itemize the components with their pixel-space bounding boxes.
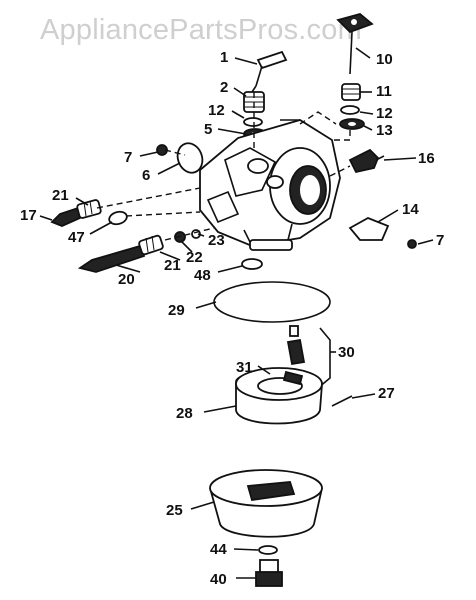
callout-40: 40 (210, 571, 227, 588)
callout-23: 23 (208, 232, 225, 249)
callout-12-left: 12 (208, 102, 225, 119)
callout-30: 30 (338, 344, 355, 361)
callout-1: 1 (220, 49, 228, 66)
bracket-30 (317, 327, 331, 389)
part-spring-11 (341, 83, 361, 101)
callout-25: 25 (166, 502, 183, 519)
callout-7-right: 7 (436, 232, 444, 249)
callout-27: 27 (378, 385, 395, 402)
part-choke-plate (348, 217, 390, 241)
part-gasket-48 (241, 258, 263, 270)
callout-6: 6 (142, 167, 150, 184)
part-washer-12-left (243, 117, 263, 127)
part-float-pin (331, 395, 353, 407)
leader-lines (39, 47, 434, 579)
part-bowl-gasket (213, 281, 331, 323)
callout-44: 44 (210, 541, 227, 558)
part-screw-7-right (407, 239, 417, 249)
callout-16: 16 (418, 150, 435, 167)
callout-21-top: 21 (52, 187, 69, 204)
part-bowl-washer (258, 545, 278, 555)
callout-10: 10 (376, 51, 393, 68)
part-choke-shaft (336, 13, 374, 75)
callout-5: 5 (204, 121, 212, 138)
watermark: AppliancePartsPros.com (40, 14, 362, 46)
callout-47: 47 (68, 229, 85, 246)
part-plug-47 (108, 210, 128, 226)
part-idle-screw (50, 199, 102, 227)
part-throttle-shaft (251, 50, 288, 93)
callout-7-left: 7 (124, 149, 132, 166)
callout-20: 20 (118, 271, 135, 288)
part-carburetor-body (199, 119, 341, 251)
part-fuel-fitting (348, 148, 385, 174)
part-throttle-plate (176, 142, 204, 174)
part-inlet-needle (286, 325, 306, 366)
part-float (235, 367, 323, 425)
part-float-bowl (209, 469, 323, 538)
part-washer-12-right (340, 105, 360, 115)
callout-13: 13 (376, 122, 393, 139)
callout-21-bottom: 21 (164, 257, 181, 274)
callout-2: 2 (220, 79, 228, 96)
callout-17: 17 (20, 207, 37, 224)
callout-14: 14 (402, 201, 419, 218)
callout-labels: 1 2 12 5 7 6 10 11 12 13 16 14 7 21 17 4… (20, 49, 444, 588)
callout-48: 48 (194, 267, 211, 284)
callout-29: 29 (168, 302, 185, 319)
part-mixture-needle (77, 234, 164, 273)
callout-22: 22 (186, 249, 203, 266)
callout-28: 28 (176, 405, 193, 422)
part-bowl-nut (255, 559, 283, 587)
callout-31: 31 (236, 359, 253, 376)
callout-12-right: 12 (376, 105, 393, 122)
assembly-lines (96, 92, 351, 241)
callout-11: 11 (376, 83, 392, 100)
